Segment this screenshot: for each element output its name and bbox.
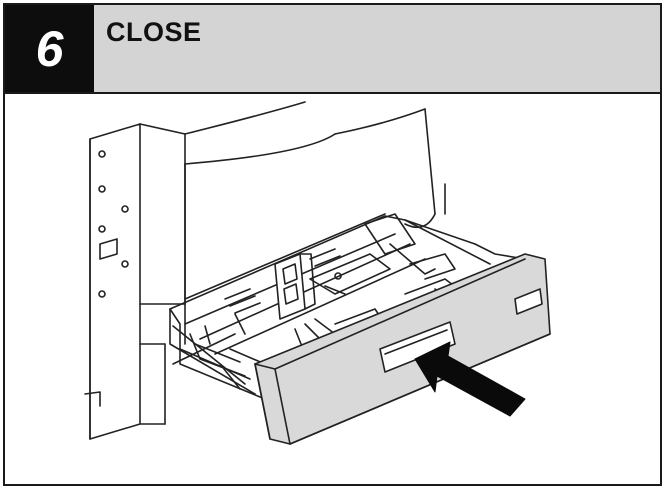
paper-tray-illustration [84, 101, 551, 445]
instruction-panel: 6 CLOSE [3, 3, 662, 486]
step-header: 6 CLOSE [5, 5, 660, 94]
push-arrow-icon [414, 341, 526, 417]
step-title-bar: CLOSE [94, 5, 660, 92]
step-number-box: 6 [5, 5, 94, 92]
step-number: 6 [35, 20, 64, 77]
step-title: CLOSE [106, 17, 202, 47]
